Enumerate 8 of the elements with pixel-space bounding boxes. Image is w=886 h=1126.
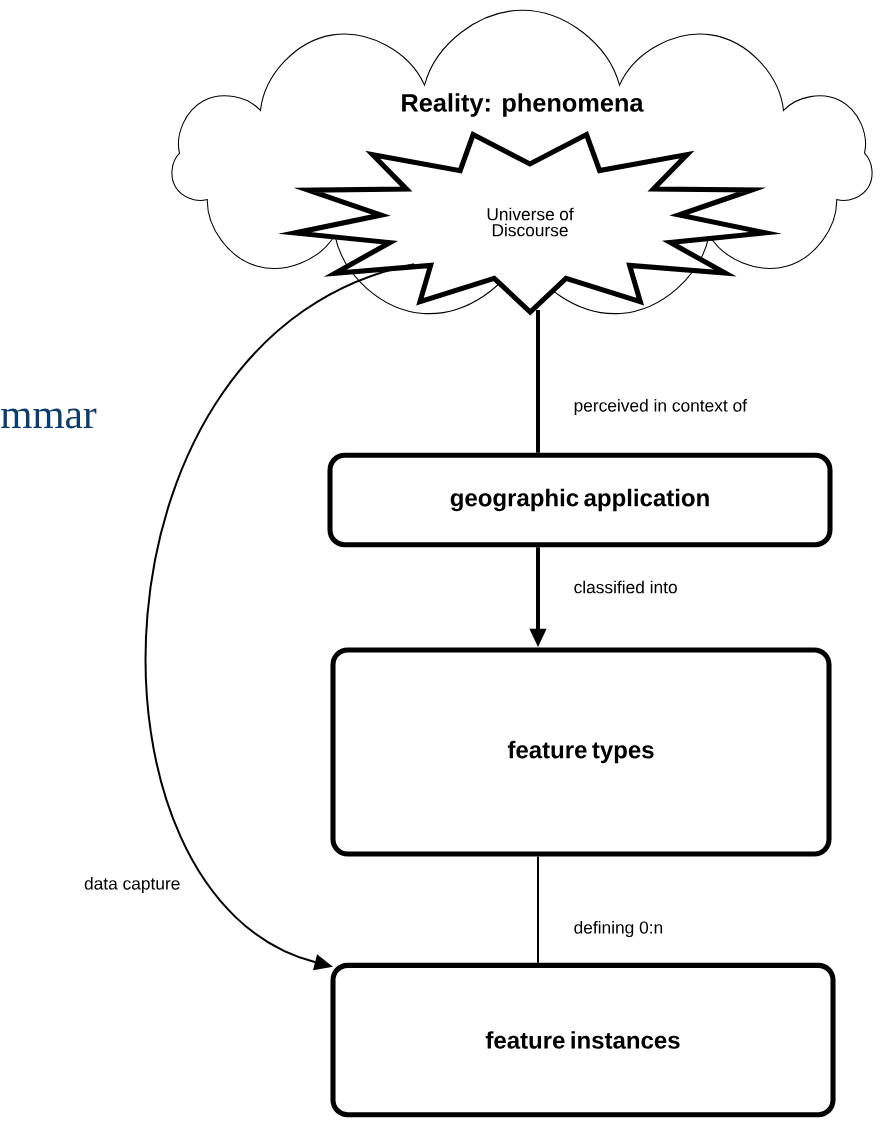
process-box: feature types — [330, 647, 832, 857]
edge-label: data capture — [84, 876, 180, 894]
heading-fragment: mmar — [1, 408, 97, 429]
process-box: geographic application — [327, 452, 833, 548]
edge-label: perceived in context of — [574, 398, 748, 416]
edge-label: defining 0:n — [574, 920, 663, 938]
process-box: feature instances — [330, 962, 836, 1118]
edge-label: classified into — [574, 580, 677, 594]
